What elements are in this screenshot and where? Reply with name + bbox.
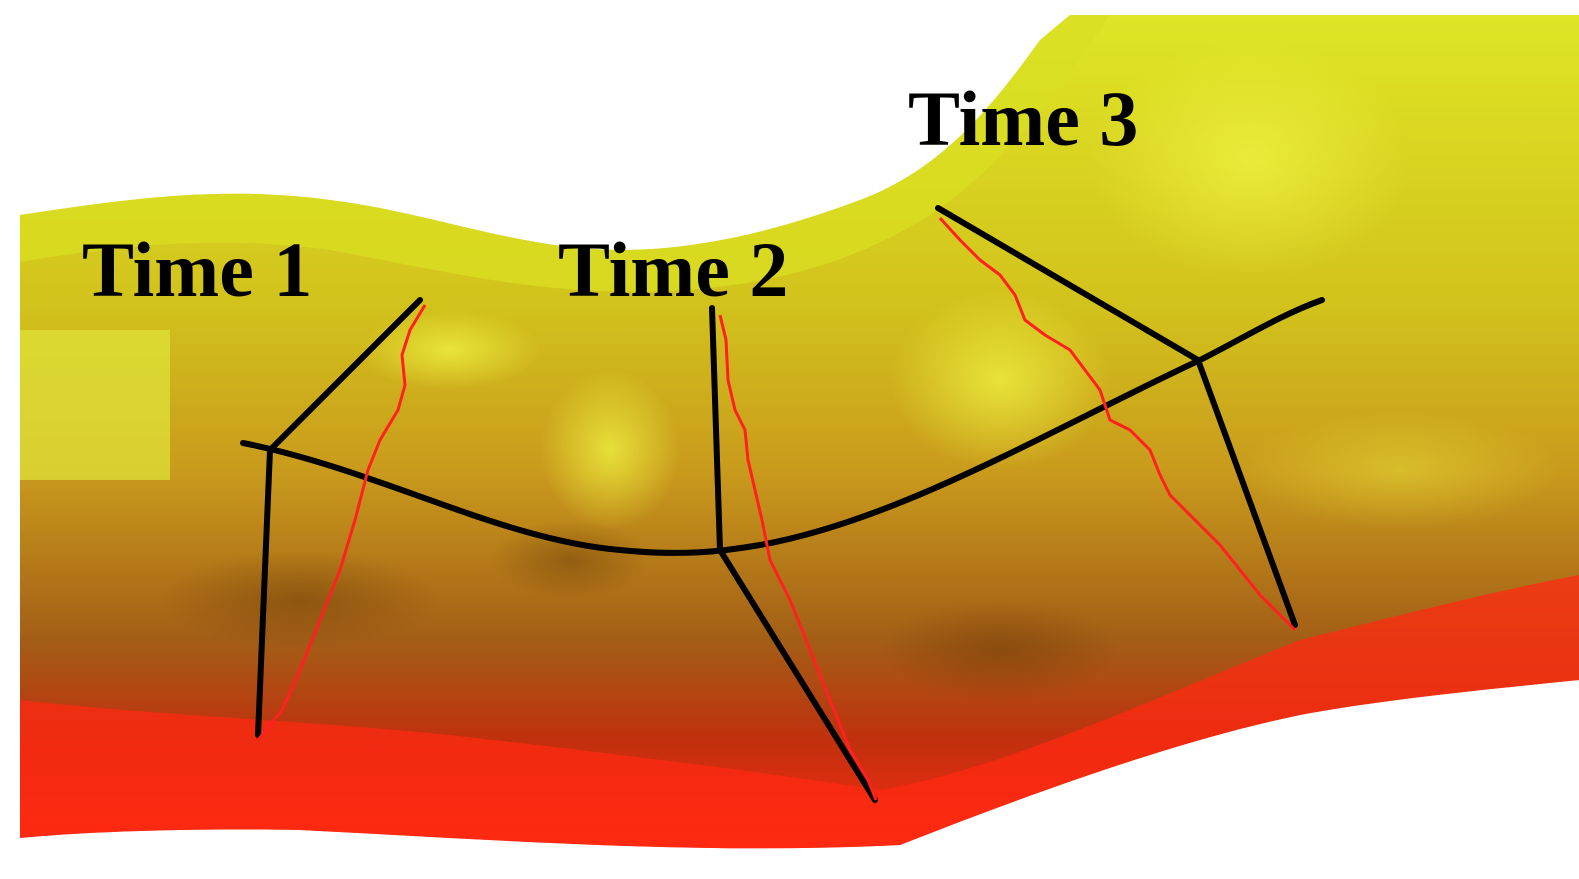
centerline-curve bbox=[240, 297, 1325, 556]
time2-wedge bbox=[709, 305, 878, 803]
time2-red-trace bbox=[718, 314, 878, 801]
red-traces bbox=[256, 216, 1297, 801]
time1-wedge bbox=[255, 297, 423, 738]
terrain-surface bbox=[20, 15, 1579, 849]
label-time-3: Time 3 bbox=[908, 75, 1138, 162]
time3-red-trace bbox=[938, 216, 1297, 632]
label-time-1: Time 1 bbox=[82, 226, 312, 313]
profile-lines bbox=[240, 205, 1325, 803]
time1-red-trace bbox=[256, 304, 427, 741]
time3-wedge bbox=[935, 205, 1298, 628]
label-time-2: Time 2 bbox=[558, 226, 788, 313]
